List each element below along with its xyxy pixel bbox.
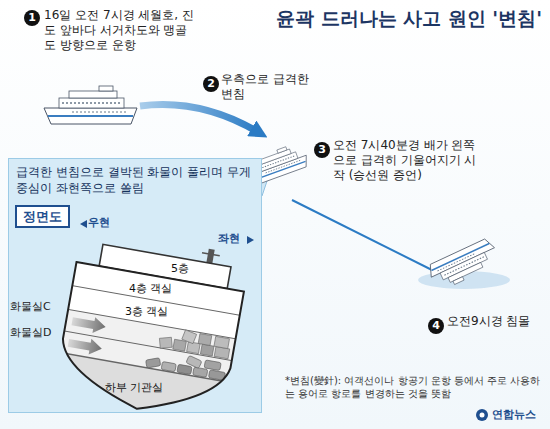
ship-icon bbox=[44, 86, 137, 124]
route-line bbox=[292, 200, 436, 272]
logo-icon bbox=[480, 413, 485, 418]
callout-number: 2 bbox=[203, 76, 219, 92]
callout-number: 4 bbox=[428, 318, 444, 334]
callout-number: 1 bbox=[24, 10, 40, 26]
callout-number: 3 bbox=[314, 142, 330, 158]
deck-label: 하부 기관실 bbox=[105, 381, 164, 394]
side-label: 우현 bbox=[88, 216, 110, 230]
inset-panel: 급격한 변침으로 결박된 화물이 풀리며 무게중심이 좌현쪽으로 쏠림정면도 5층… bbox=[8, 158, 262, 413]
ship-icon bbox=[418, 237, 510, 292]
footnote: *변침(變針): 여객선이나 항공기 운항 등에서 주로 사용하는 용어로 항로… bbox=[285, 374, 543, 400]
logo-icon bbox=[476, 409, 488, 421]
ship-section: 5층 4층 객실 3층 객실하부 기관실 bbox=[44, 234, 259, 412]
hold-label: 화물실D bbox=[10, 326, 51, 340]
step-text: 오전 7시40분경 배가 왼쪽으로 급격히 기울어지기 시작 (승선원 증언) bbox=[333, 138, 485, 183]
deck-label: 5층 bbox=[171, 262, 189, 275]
deck-label: 3층 객실 bbox=[125, 305, 169, 318]
route-arrow bbox=[140, 104, 258, 132]
view-tag: 정면도 bbox=[15, 205, 70, 228]
step-text: 우측으로 급격한 변침 bbox=[221, 72, 313, 102]
deck-label: 4층 객실 bbox=[129, 282, 173, 295]
step-text: 16일 오전 7시경 세월호, 진도 앞바다 서거차도와 맹골도 방향으로 운항 bbox=[44, 8, 196, 53]
view-label: 정면도 bbox=[17, 207, 68, 226]
panel-note: 급격한 변침으로 결박된 화물이 풀리며 무게중심이 좌현쪽으로 쏠림 bbox=[16, 164, 254, 196]
title: 윤곽 드러나는 사고 원인 '변침' bbox=[276, 6, 542, 30]
logo-text: 연합뉴스 bbox=[492, 408, 536, 422]
hold-label: 화물실C bbox=[10, 300, 51, 314]
side-label: 좌현 bbox=[218, 232, 240, 246]
step-text: 오전9시경 침몰 bbox=[447, 314, 545, 329]
